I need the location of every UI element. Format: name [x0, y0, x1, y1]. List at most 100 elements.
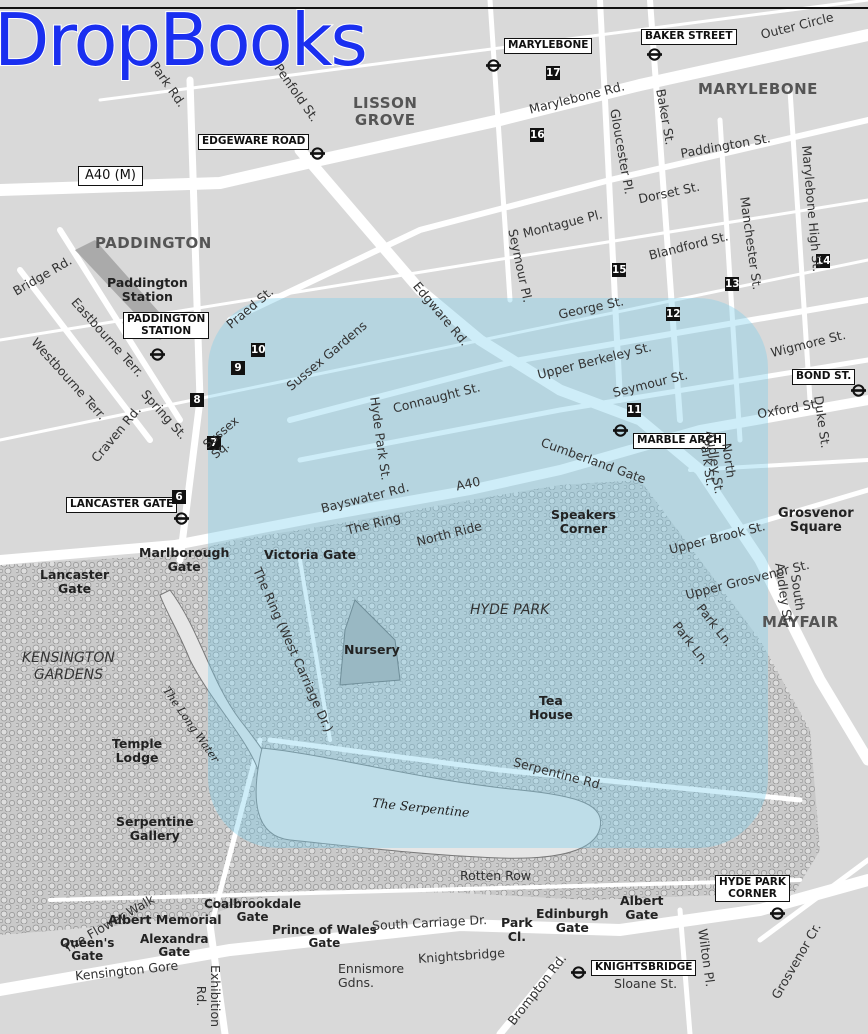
- marker-16[interactable]: 16: [530, 128, 545, 142]
- place-albert-memorial: Albert Memorial: [108, 912, 222, 927]
- kensington-line-1: KENSINGTON: [22, 650, 115, 666]
- marker-15[interactable]: 15: [612, 263, 627, 277]
- station-label-edgeware-road[interactable]: EDGEWARE ROAD: [198, 134, 310, 150]
- marlborough-line-1: Marlborough: [139, 545, 230, 560]
- paddington-station-line-1: PADDINGTON: [127, 313, 206, 325]
- tube-icon: [613, 424, 628, 437]
- place-victoria-gate: Victoria Gate: [264, 547, 357, 562]
- marker-11[interactable]: 11: [627, 403, 642, 417]
- albert-gate-line-1: Albert: [620, 893, 664, 908]
- marker-6[interactable]: 6: [172, 490, 186, 504]
- tube-icon: [770, 907, 785, 920]
- coalbrookdale-line-1: Coalbrookdale: [204, 897, 302, 911]
- marker-12[interactable]: 12: [666, 307, 681, 321]
- exhibition-line-1: Exhibition: [208, 965, 223, 1028]
- marker-17[interactable]: 17: [546, 66, 561, 80]
- paddington-place-line-2: Station: [121, 288, 173, 304]
- paddington-station-line-2: STATION: [141, 324, 192, 337]
- hyde-park-corner-line-1: HYDE PARK: [719, 876, 787, 888]
- place-nursery: Nursery: [344, 642, 400, 657]
- marlborough-line-2: Gate: [167, 558, 201, 574]
- street-rotten-row: Rotten Row: [460, 868, 532, 883]
- station-label-knightsbridge[interactable]: KNIGHTSBRIDGE: [591, 960, 697, 976]
- temple-lodge-line-1: Temple: [112, 736, 163, 751]
- lancaster-place-line-2: Gate: [58, 580, 92, 596]
- serpentine-shape: [255, 747, 602, 859]
- grosvenor-line-1: Grosvenor: [778, 506, 854, 521]
- park-cl-line-2: Cl.: [507, 928, 526, 944]
- tube-icon: [647, 48, 662, 61]
- road-badge-a40m: A40 (M): [78, 166, 143, 187]
- grosvenor-line-2: Square: [789, 520, 842, 536]
- tube-icon: [174, 512, 189, 525]
- queens-gate-line-2: Gate: [71, 949, 104, 964]
- serpentine-gallery-line-2: Gallery: [129, 827, 180, 843]
- albert-gate-line-2: Gate: [625, 906, 659, 922]
- paddington-place-line-1: Paddington: [107, 275, 188, 290]
- marker-8[interactable]: 8: [190, 393, 204, 407]
- serpentine-gallery-line-1: Serpentine: [116, 814, 194, 829]
- marker-13[interactable]: 13: [725, 277, 740, 291]
- marker-14[interactable]: 14: [816, 254, 831, 268]
- tube-icon: [486, 59, 501, 72]
- temple-lodge-line-2: Lodge: [115, 749, 159, 765]
- nursery-shape: [339, 599, 401, 686]
- area-label-paddington: PADDINGTON: [95, 234, 212, 252]
- tube-icon: [851, 384, 866, 397]
- ennismore-line-1: Ennismore: [338, 961, 405, 976]
- highlight-area: [208, 298, 768, 848]
- speakers-line-1: Speakers: [551, 507, 616, 522]
- exhibition-line-2: Rd.: [194, 985, 210, 1007]
- tube-icon: [150, 348, 165, 361]
- lisson-line-2: GROVE: [354, 111, 416, 130]
- park-area: [0, 480, 820, 935]
- prince-of-wales-line-2: Gate: [308, 936, 341, 951]
- marker-7[interactable]: 7: [207, 436, 221, 450]
- station-label-baker-street[interactable]: BAKER STREET: [641, 29, 737, 45]
- brand-logo: DropBooks: [0, 0, 369, 82]
- station-label-marylebone[interactable]: MARYLEBONE: [504, 38, 593, 54]
- area-label-marylebone: MARYLEBONE: [698, 80, 818, 98]
- hyde-park-corner-line-2: CORNER: [728, 887, 777, 900]
- station-label-marble-arch[interactable]: MARBLE ARCH: [633, 433, 726, 449]
- edinburgh-line-2: Gate: [555, 919, 589, 935]
- tube-icon: [571, 966, 586, 979]
- station-label-bond-street[interactable]: BOND ST.: [792, 369, 856, 385]
- alexandra-line-2: Gate: [158, 945, 191, 960]
- coalbrookdale-line-2: Gate: [236, 910, 269, 925]
- edinburgh-line-1: Edinburgh: [536, 906, 609, 921]
- lisson-line-1: LISSON: [353, 94, 418, 112]
- marker-10[interactable]: 10: [251, 343, 266, 357]
- park-cl-line-1: Park: [501, 915, 533, 930]
- marker-9[interactable]: 9: [231, 361, 245, 375]
- kensington-line-2: GARDENS: [33, 666, 104, 683]
- speakers-line-2: Corner: [559, 520, 608, 536]
- queens-gate-line-1: Queen's: [60, 936, 115, 950]
- station-label-lancaster-gate[interactable]: LANCASTER GATE: [66, 497, 178, 513]
- prince-of-wales-line-1: Prince of Wales: [272, 923, 377, 937]
- area-label-mayfair: MAYFAIR: [762, 613, 839, 631]
- street-sloane-st: Sloane St.: [614, 976, 678, 991]
